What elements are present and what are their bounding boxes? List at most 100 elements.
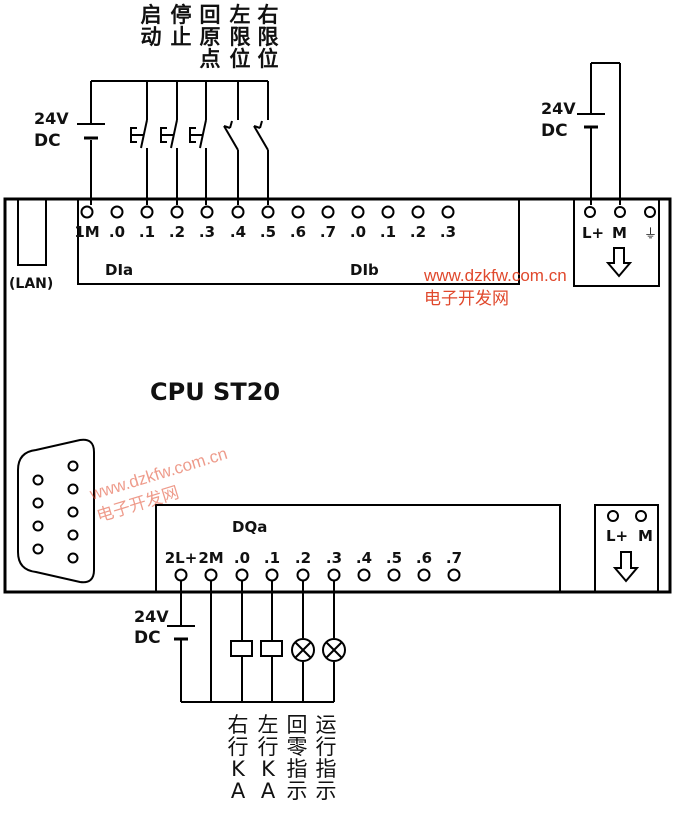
input-terminal <box>411 205 425 219</box>
left-relay-coil-icon <box>260 640 283 657</box>
input-terminal <box>261 205 275 219</box>
input-terminal <box>351 205 365 219</box>
output-terminal-label: .0 <box>234 549 250 567</box>
output-terminal <box>204 568 218 582</box>
output-device-label-char: K <box>231 757 246 781</box>
output-terminal <box>387 568 401 582</box>
input-terminal-label: .3 <box>440 223 456 241</box>
watermark-cn: 电子开发网 <box>424 289 509 308</box>
input-terminal-label: .3 <box>199 223 215 241</box>
power-supply-voltage: 24V <box>541 99 576 118</box>
output-block-label: DQa <box>232 518 267 536</box>
input-terminal-label: .0 <box>350 223 366 241</box>
output-device-label-char: A <box>261 779 276 803</box>
input-terminal <box>170 205 184 219</box>
input-terminal-label: .1 <box>380 223 396 241</box>
input-supply-battery-icon <box>77 123 105 140</box>
output-device-label-char: 零 <box>287 735 308 759</box>
input-device-label-char: 点 <box>200 47 221 71</box>
output-terminal <box>417 568 431 582</box>
input-terminal <box>441 205 455 219</box>
stop-button-icon <box>160 127 174 143</box>
input-block-b-label: DIb <box>350 261 379 279</box>
left-limit-switch-icon <box>223 120 239 151</box>
watermark-diagonal: www.dzkfw.com.cn 电子开发网 <box>87 444 230 526</box>
input-terminal <box>231 205 245 219</box>
power-lplus-label: L+ <box>582 224 604 242</box>
input-device-label-char: 左 <box>230 3 251 27</box>
input-device-label-char: 右 <box>258 3 279 27</box>
input-terminal-block <box>77 199 520 285</box>
output-terminal <box>296 568 310 582</box>
output-device-label-char: 示 <box>316 779 337 803</box>
output-terminal-label: .5 <box>386 549 402 567</box>
output-device-label-char: 回 <box>287 713 308 737</box>
input-device-label-char: 回 <box>200 3 221 27</box>
output-device-label-char: 右 <box>228 713 249 737</box>
output-device-label-char: 左 <box>258 713 279 737</box>
output-supply-type: DC <box>134 628 161 648</box>
input-device-label-char: 位 <box>258 47 279 71</box>
output-terminal-label: .1 <box>264 549 280 567</box>
power-terminal-ground <box>644 206 656 218</box>
ground-icon: ⏚ <box>644 227 657 242</box>
output-device-label-char: 运 <box>316 713 337 737</box>
input-terminal-label: .4 <box>230 223 246 241</box>
input-terminal-label: .5 <box>260 223 276 241</box>
input-terminal <box>291 205 305 219</box>
output-device-label-char: 行 <box>258 735 279 759</box>
output-terminals: 2L+2M.0.1.2.3.4.5.6.7 <box>165 549 462 582</box>
input-device-label-char: 停 <box>171 3 192 27</box>
sensor-power-block <box>594 504 659 592</box>
input-terminal <box>200 205 214 219</box>
input-device-label-char: 止 <box>171 25 192 49</box>
sensor-lplus-label: L+ <box>606 527 628 545</box>
input-terminal-label: .6 <box>290 223 306 241</box>
output-terminal <box>357 568 371 582</box>
input-supply-voltage: 24V <box>34 109 69 128</box>
input-terminal-label: 1M <box>74 223 99 241</box>
input-terminal-label: .7 <box>320 223 336 241</box>
input-terminal-label: .1 <box>139 223 155 241</box>
plc-enclosure <box>3 197 672 594</box>
watermark-url: www.dzkfw.com.cn <box>423 266 567 285</box>
serial-port <box>17 438 95 584</box>
output-terminal <box>235 568 249 582</box>
home-button-icon <box>189 127 203 143</box>
input-terminal <box>381 205 395 219</box>
sensor-output-arrow-icon <box>612 551 640 583</box>
power-supply-battery-icon <box>577 113 605 129</box>
watermark-right: www.dzkfw.com.cn 电子开发网 <box>423 266 567 308</box>
output-supply-voltage: 24V <box>134 607 169 626</box>
output-supply-battery-icon <box>167 625 195 641</box>
right-relay-coil-icon <box>230 640 253 657</box>
output-terminal-label: .6 <box>416 549 432 567</box>
input-wiring <box>90 62 621 205</box>
cpu-title: CPU ST20 <box>150 378 280 406</box>
power-terminal-m <box>614 206 626 218</box>
input-terminal <box>110 205 124 219</box>
output-terminal-label: 2M <box>198 549 223 567</box>
input-terminals: 1M.0.1.2.3.4.5.6.7.0.1.2.3 <box>74 205 456 241</box>
input-terminal <box>140 205 154 219</box>
output-device-label-char: K <box>261 757 276 781</box>
input-device-label-char: 原 <box>200 25 221 49</box>
power-supply-type: DC <box>541 121 568 141</box>
output-device-label-char: 行 <box>316 735 337 759</box>
sensor-terminal-lplus <box>607 510 619 522</box>
power-terminal-block <box>573 199 660 287</box>
input-block-a-label: DIa <box>105 261 133 279</box>
input-terminal-label: .2 <box>410 223 426 241</box>
output-terminal <box>447 568 461 582</box>
input-device-label-char: 启 <box>141 3 162 27</box>
input-terminal-label: .2 <box>169 223 185 241</box>
power-m-label: M <box>612 224 627 242</box>
input-device-label-char: 位 <box>230 47 251 71</box>
output-terminal <box>174 568 188 582</box>
output-device-label-char: 指 <box>316 757 337 781</box>
run-indicator-lamp-icon <box>322 638 346 662</box>
output-terminal-block <box>155 504 561 592</box>
